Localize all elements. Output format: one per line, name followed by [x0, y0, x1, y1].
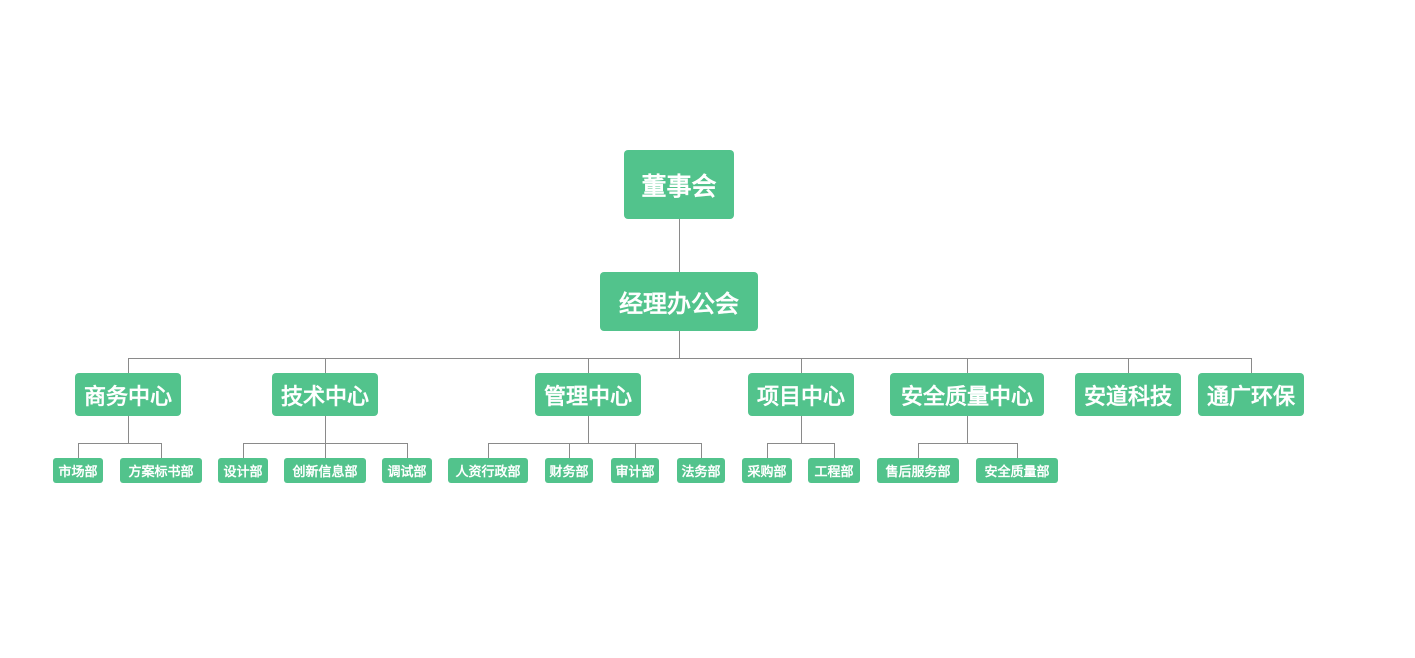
department-node[interactable]: 安全质量部	[976, 458, 1058, 483]
department-node[interactable]: 财务部	[545, 458, 593, 483]
connector-dept-bus	[488, 443, 702, 444]
connector-dept-stem	[588, 416, 589, 443]
center-node[interactable]: 安全质量中心	[890, 373, 1044, 416]
root-node[interactable]: 董事会	[624, 150, 734, 219]
department-node[interactable]: 人资行政部	[448, 458, 528, 483]
connector-center-drop	[967, 358, 968, 373]
connector-center-bus	[128, 358, 1252, 359]
connector-dept-bus	[918, 443, 1018, 444]
connector-dept-drop	[701, 443, 702, 458]
department-node[interactable]: 方案标书部	[120, 458, 202, 483]
connector-center-drop	[588, 358, 589, 373]
department-node[interactable]: 创新信息部	[284, 458, 366, 483]
connector-center-drop	[801, 358, 802, 373]
department-node[interactable]: 市场部	[53, 458, 103, 483]
connector-dept-stem	[325, 416, 326, 443]
connector-office-bus	[679, 331, 680, 358]
connector-dept-drop	[488, 443, 489, 458]
center-node[interactable]: 管理中心	[535, 373, 641, 416]
department-node[interactable]: 工程部	[808, 458, 860, 483]
connector-dept-drop	[834, 443, 835, 458]
center-node[interactable]: 项目中心	[748, 373, 854, 416]
connector-dept-bus	[767, 443, 835, 444]
connector-center-drop	[1128, 358, 1129, 373]
connector-dept-bus	[78, 443, 162, 444]
connector-dept-drop	[635, 443, 636, 458]
department-node[interactable]: 设计部	[218, 458, 268, 483]
connector-root-office	[679, 219, 680, 272]
center-node[interactable]: 通广环保	[1198, 373, 1304, 416]
center-node[interactable]: 安道科技	[1075, 373, 1181, 416]
connector-dept-drop	[1017, 443, 1018, 458]
connector-dept-stem	[128, 416, 129, 443]
center-node[interactable]: 商务中心	[75, 373, 181, 416]
office-node[interactable]: 经理办公会	[600, 272, 758, 331]
department-node[interactable]: 采购部	[742, 458, 792, 483]
department-node[interactable]: 调试部	[382, 458, 432, 483]
department-node[interactable]: 售后服务部	[877, 458, 959, 483]
connector-center-drop	[325, 358, 326, 373]
connector-dept-drop	[325, 443, 326, 458]
connector-dept-drop	[569, 443, 570, 458]
connector-center-drop	[128, 358, 129, 373]
connector-dept-drop	[161, 443, 162, 458]
connector-center-drop	[1251, 358, 1252, 373]
connector-dept-stem	[801, 416, 802, 443]
connector-dept-stem	[967, 416, 968, 443]
connector-dept-drop	[767, 443, 768, 458]
center-node[interactable]: 技术中心	[272, 373, 378, 416]
connector-dept-drop	[918, 443, 919, 458]
department-node[interactable]: 审计部	[611, 458, 659, 483]
department-node[interactable]: 法务部	[677, 458, 725, 483]
connector-dept-drop	[243, 443, 244, 458]
connector-dept-drop	[78, 443, 79, 458]
connector-dept-drop	[407, 443, 408, 458]
